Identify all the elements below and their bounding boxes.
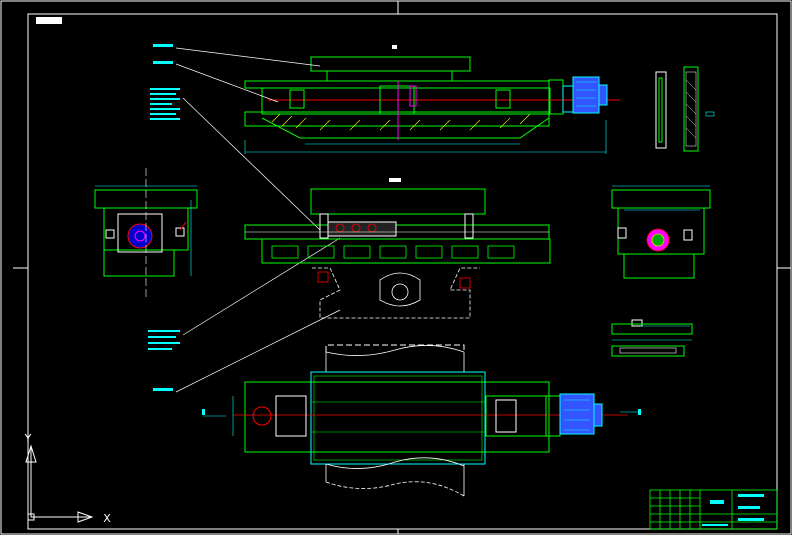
slide-detail-view[interactable]: [611, 319, 693, 357]
left-section-view[interactable]: [94, 168, 198, 298]
section-mark-left: [202, 409, 205, 415]
center-view-title-mark: [389, 178, 401, 182]
top-base-hatch: [271, 113, 531, 131]
ucs-y-label: Y: [24, 432, 32, 445]
top-view-title-mark: [392, 45, 397, 49]
side-profile-view[interactable]: [655, 66, 715, 152]
bottom-motor[interactable]: [559, 393, 603, 435]
part-callouts: [175, 47, 341, 393]
callout-tags: [148, 44, 180, 391]
title-block-fields: [702, 494, 764, 526]
center-section-view[interactable]: [244, 188, 551, 319]
section-mark-right: [638, 409, 641, 415]
ucs-axis-icon: [25, 444, 94, 523]
top-elevation-view[interactable]: [244, 56, 620, 140]
ucs-x-label: X: [103, 512, 111, 525]
top-dimensions: [244, 120, 607, 154]
right-section-view[interactable]: [611, 185, 711, 279]
title-block[interactable]: [649, 489, 778, 530]
bottom-plan-view[interactable]: [203, 344, 642, 497]
sheet-label-box: [36, 17, 62, 24]
top-motor[interactable]: [572, 76, 608, 114]
